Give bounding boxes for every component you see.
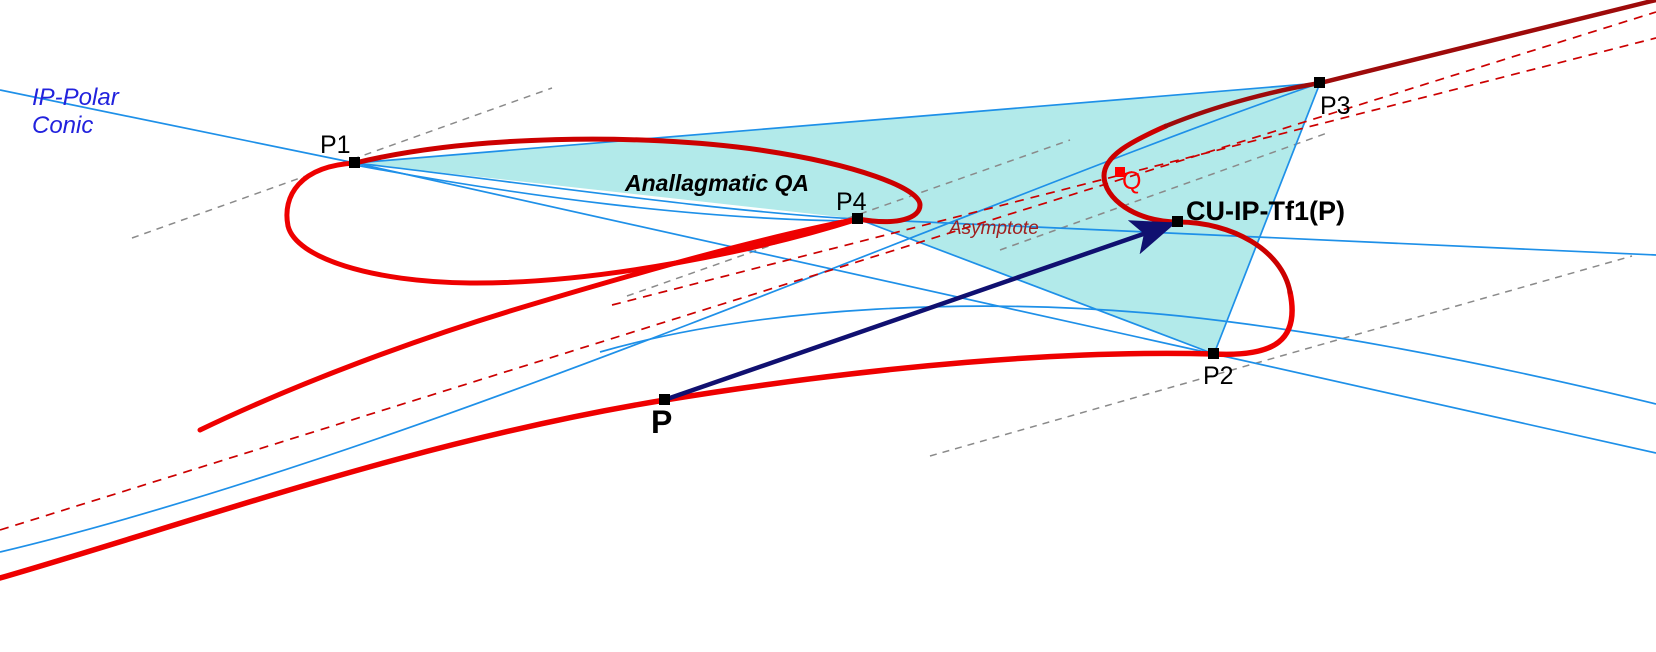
arrow-p-to-transform <box>666 220 1177 402</box>
gray-dashed-through-p2 <box>929 255 1633 457</box>
point-marker-p3[interactable] <box>1314 77 1325 88</box>
red-branch-p4-down-left <box>197 216 861 433</box>
point-label-p: P <box>651 404 673 440</box>
point-marker-q[interactable] <box>1115 167 1125 177</box>
red-loop-lower <box>284 160 861 286</box>
point-label-p4: P4 <box>836 188 867 216</box>
shaded-quadrangle <box>355 83 1320 354</box>
conic-arc-p1-p4-lower <box>354 164 859 222</box>
asymptote-label: Asymptote <box>949 218 1039 239</box>
conic-arc-lower-center <box>599 305 1656 405</box>
point-label-p3: P3 <box>1320 92 1351 120</box>
point-marker-p[interactable] <box>659 394 670 405</box>
point-markers <box>349 77 1325 405</box>
ip-polar-conic-label-line1: IP-Polar <box>32 84 119 111</box>
point-marker-p1[interactable] <box>349 157 360 168</box>
cu-ip-tf1-label: CU-IP-Tf1(P) <box>1186 196 1345 226</box>
conic-edge-p4-p2 <box>857 218 1215 355</box>
asymptote-secondary <box>611 37 1656 306</box>
conic-branch-p1-p4 <box>354 162 1656 256</box>
red-branch-right-sbend <box>1101 123 1293 295</box>
red-branch-to-p3 <box>1163 0 1656 129</box>
conic-edge-p1-p3 <box>354 82 1321 164</box>
point-label-p1: P1 <box>320 131 351 159</box>
anallagmatic-qa-label: Anallagmatic QA <box>625 170 810 196</box>
conic-branch-lower-left-to-p3 <box>0 0 1656 553</box>
conic-branch-upper-left <box>0 89 1656 454</box>
ip-polar-conic-label-line2: Conic <box>32 112 94 139</box>
point-label-q: Q <box>1122 167 1142 195</box>
gray-dashed-upper-right <box>999 131 1331 251</box>
red-branch-lower <box>0 289 1295 581</box>
point-label-p2: P2 <box>1203 362 1234 390</box>
asymptote-main <box>0 11 1656 531</box>
red-loop-upper <box>352 136 923 225</box>
anallagmatic-curve <box>0 0 1656 581</box>
ip-polar-conic-curves <box>0 0 1656 553</box>
point-marker-cu-ip-tf1[interactable] <box>1172 216 1183 227</box>
point-marker-p2[interactable] <box>1208 348 1219 359</box>
asymptote-lines <box>0 11 1656 531</box>
point-marker-p4[interactable] <box>852 213 863 224</box>
